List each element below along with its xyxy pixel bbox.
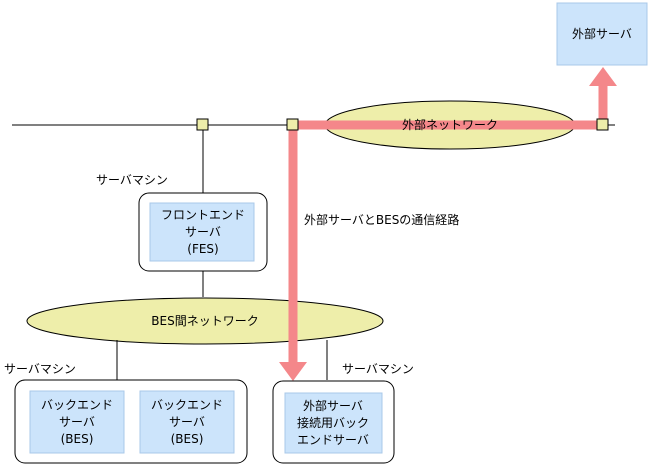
route-junction-node xyxy=(286,118,299,131)
external-server-label: 外部サーバ xyxy=(572,26,632,41)
ext-bes-server-line-2: 接続用バック xyxy=(297,415,369,430)
fes-server-line-3: (FES) xyxy=(187,242,218,256)
external-junction-node xyxy=(596,118,609,131)
ext-bes-machine-caption: サーバマシン xyxy=(342,362,414,376)
fes-server-line-2: サーバ xyxy=(185,225,221,239)
bes-server-2-line-1: バックエンド xyxy=(151,398,223,412)
fes-machine-caption: サーバマシン xyxy=(96,173,168,187)
bes-machine-caption: サーバマシン xyxy=(4,362,76,376)
bes-network-label: BES間ネットワーク xyxy=(151,314,258,328)
ext-bes-server-line-1: 外部サーバ xyxy=(303,398,363,413)
ext-bes-server-line-3: エンドサーバ xyxy=(297,433,369,447)
route-arrow-up xyxy=(589,67,617,86)
fes-server-box xyxy=(149,202,255,262)
bes-server-2-line-3: (BES) xyxy=(171,432,204,446)
bes-server-box-2 xyxy=(139,390,235,454)
external-server-box xyxy=(556,2,648,66)
bes-server-1-line-1: バックエンド xyxy=(41,398,113,412)
bes-server-box-1 xyxy=(29,390,125,454)
fes-server-line-1: フロントエンド xyxy=(161,208,245,222)
fes-junction-node xyxy=(196,118,209,131)
bes-server-1-line-2: サーバ xyxy=(59,415,95,429)
bes-server-1-line-3: (BES) xyxy=(61,432,94,446)
route-label: 外部サーバとBESの通信経路 xyxy=(304,212,459,227)
bes-server-2-line-2: サーバ xyxy=(169,415,205,429)
route-arrow-down xyxy=(279,362,307,381)
ext-bes-server-box xyxy=(284,392,383,454)
external-network-label: 外部ネットワーク xyxy=(402,117,498,132)
